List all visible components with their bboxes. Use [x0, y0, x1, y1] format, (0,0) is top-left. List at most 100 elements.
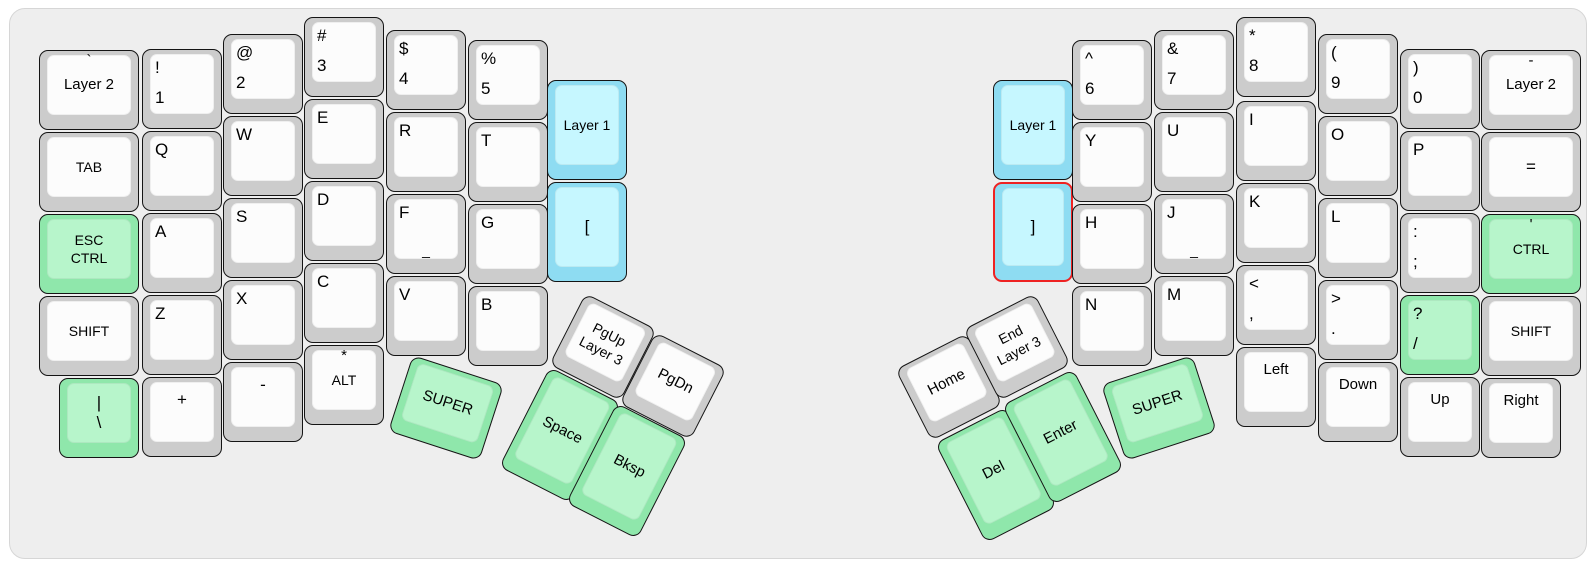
key-plus[interactable]: + — [142, 377, 222, 457]
key-p[interactable]: P — [1400, 131, 1480, 211]
key-u[interactable]: U — [1154, 112, 1234, 192]
keycap — [1244, 270, 1308, 330]
key-amp-7[interactable]: & 7 — [1154, 30, 1234, 110]
key-y[interactable]: Y — [1072, 122, 1152, 202]
key-arrow-down[interactable]: Down — [1318, 362, 1398, 442]
key-super-right[interactable]: SUPER — [1100, 355, 1218, 461]
key-less-comma[interactable]: < , — [1236, 265, 1316, 345]
key-percent-5[interactable]: % 5 — [468, 40, 548, 120]
key-v[interactable]: V — [386, 276, 466, 356]
key-minus[interactable]: - — [223, 362, 303, 442]
key-c[interactable]: C — [304, 263, 384, 343]
key-minus-layer2[interactable]: -Layer 2 — [1481, 50, 1581, 130]
key-j[interactable]: J_ — [1154, 194, 1234, 274]
key-super-left[interactable]: SUPER — [387, 355, 505, 461]
key-legend: Right — [1503, 392, 1539, 409]
key-legend: A — [155, 222, 167, 241]
key-legend: I — [1249, 110, 1254, 129]
key-grave-layer2[interactable]: `Layer 2 — [39, 50, 139, 130]
key-legend: Y — [1085, 131, 1097, 150]
key-legend: $ 4 — [399, 39, 409, 88]
key-arrow-left[interactable]: Left — [1236, 347, 1316, 427]
key-legend: R — [399, 121, 412, 140]
key-pipe-backslash[interactable]: |\ — [59, 378, 139, 458]
keycap — [1162, 35, 1226, 95]
keycap — [476, 127, 540, 187]
key-legend: W — [236, 125, 253, 144]
key-colon-semicolon[interactable]: : ; — [1400, 213, 1480, 293]
key-quote-ctrl[interactable]: ' CTRL — [1481, 214, 1581, 294]
key-x[interactable]: X — [223, 280, 303, 360]
keycap — [47, 137, 131, 197]
keycap — [1408, 300, 1472, 360]
key-paren-9[interactable]: ( 9 — [1318, 34, 1398, 114]
key-asterisk-alt[interactable]: * ALT — [304, 345, 384, 425]
key-arrow-up[interactable]: Up — [1400, 377, 1480, 457]
keycap — [1244, 352, 1308, 412]
key-n[interactable]: N — [1072, 286, 1152, 366]
key-at-2[interactable]: @ 2 — [223, 34, 303, 114]
key-w[interactable]: W — [223, 116, 303, 196]
keycap — [1162, 281, 1226, 341]
key-equals[interactable]: = — [1481, 132, 1581, 212]
key-legend: CTRL — [1512, 241, 1550, 257]
keycap — [1326, 285, 1390, 345]
keycap — [1080, 127, 1144, 187]
key-caret-6[interactable]: ^ 6 — [1072, 40, 1152, 120]
key-q[interactable]: Q — [142, 131, 222, 211]
key-lbracket[interactable]: [ — [547, 182, 627, 282]
key-k[interactable]: K — [1236, 183, 1316, 263]
key-z[interactable]: Z — [142, 295, 222, 375]
key-e[interactable]: E — [304, 99, 384, 179]
key-question-slash[interactable]: ? / — [1400, 295, 1480, 375]
keycap — [150, 382, 214, 442]
key-arrow-right[interactable]: Right — [1481, 378, 1561, 458]
key-s[interactable]: S — [223, 198, 303, 278]
key-legend-top: ' — [1529, 216, 1533, 233]
key-exclam-1[interactable]: ! 1 — [142, 49, 222, 129]
keycap — [1489, 219, 1573, 279]
key-legend: Up — [1430, 391, 1450, 408]
key-i[interactable]: I — [1236, 101, 1316, 181]
key-a[interactable]: A — [142, 213, 222, 293]
keycap — [312, 350, 376, 410]
key-shift-right[interactable]: SHIFT — [1481, 296, 1581, 376]
key-legend: ALT — [331, 372, 357, 388]
key-tab[interactable]: TAB — [39, 132, 139, 212]
keycap — [1001, 85, 1065, 165]
key-legend: SUPER — [420, 386, 475, 419]
key-greater-period[interactable]: > . — [1318, 280, 1398, 360]
key-g[interactable]: G — [468, 204, 548, 284]
keycap — [47, 301, 131, 361]
keycap — [1489, 383, 1553, 443]
key-legend-top: * — [341, 347, 347, 364]
key-legend: < , — [1249, 274, 1259, 323]
key-legend: = — [1526, 157, 1536, 176]
key-l[interactable]: L — [1318, 198, 1398, 278]
key-h[interactable]: H — [1072, 204, 1152, 284]
key-shift-left[interactable]: SHIFT — [39, 296, 139, 376]
key-t[interactable]: T — [468, 122, 548, 202]
key-paren-0[interactable]: ) 0 — [1400, 49, 1480, 129]
keycap — [312, 268, 376, 328]
key-layer1-right[interactable]: Layer 1 — [993, 80, 1073, 180]
key-dollar-4[interactable]: $ 4 — [386, 30, 466, 110]
key-o[interactable]: O — [1318, 116, 1398, 196]
key-legend: * 8 — [1249, 26, 1259, 75]
key-d[interactable]: D — [304, 181, 384, 261]
key-r[interactable]: R — [386, 112, 466, 192]
key-asterisk-8[interactable]: * 8 — [1236, 17, 1316, 97]
key-layer1-left[interactable]: Layer 1 — [547, 80, 627, 180]
key-b[interactable]: B — [468, 286, 548, 366]
key-legend: S — [236, 207, 248, 226]
key-hash-3[interactable]: # 3 — [304, 17, 384, 97]
keycap — [1244, 106, 1308, 166]
key-rbracket[interactable]: ] — [993, 182, 1073, 282]
keycap — [1162, 117, 1226, 177]
key-legend: Down — [1338, 376, 1378, 393]
key-legend: Q — [155, 140, 169, 159]
key-m[interactable]: M — [1154, 276, 1234, 356]
key-f[interactable]: F_ — [386, 194, 466, 274]
